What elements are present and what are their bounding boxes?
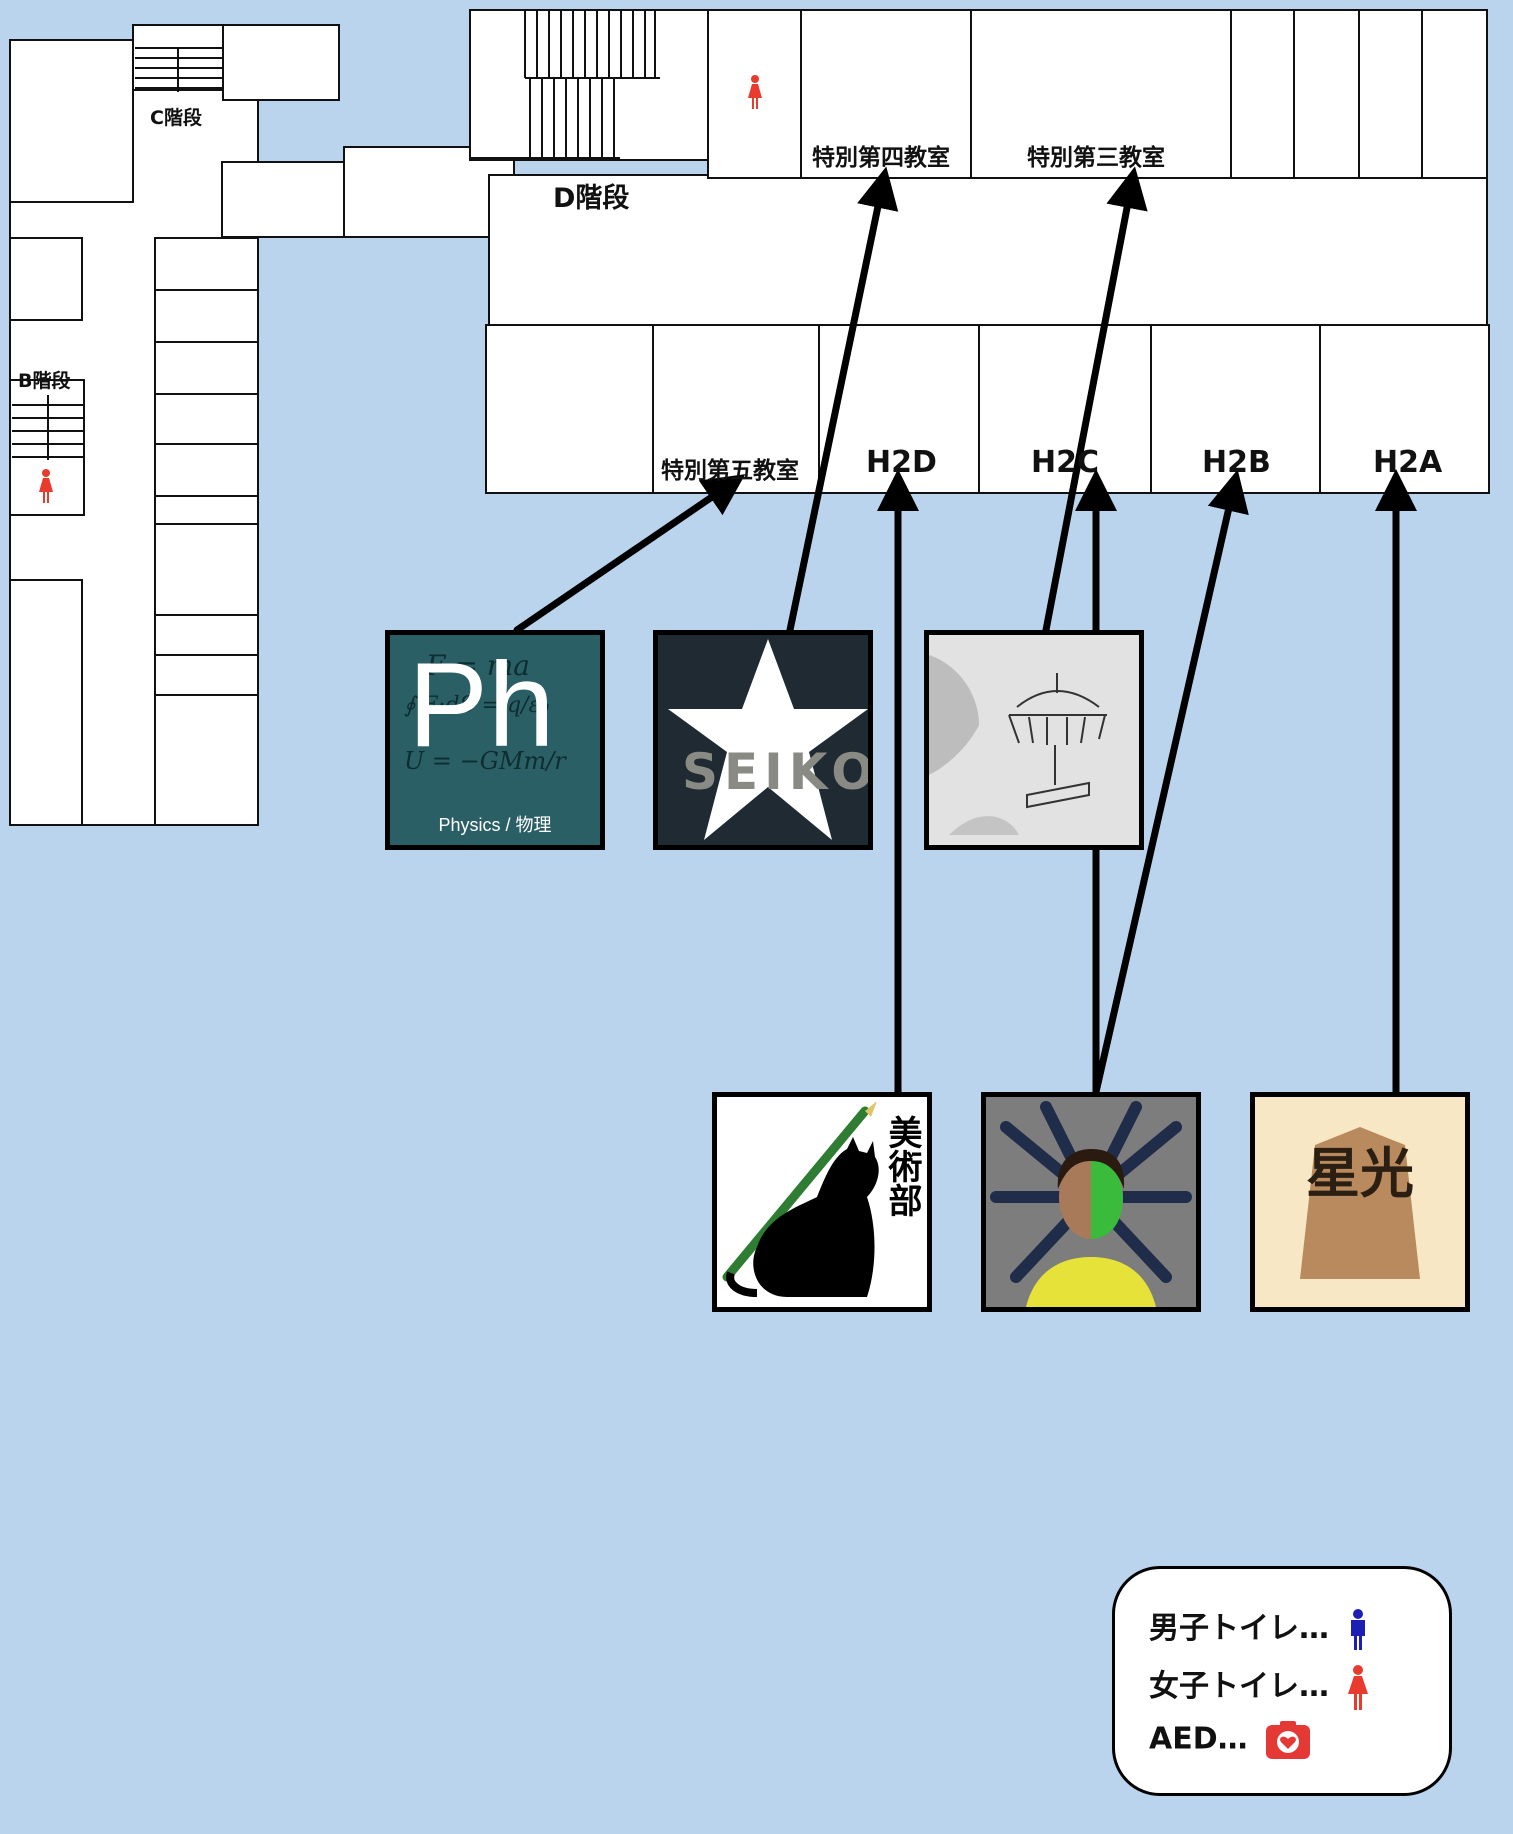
room-h2d-label: H2D	[866, 445, 937, 480]
womens-restroom-icon	[1348, 1664, 1369, 1710]
stairs-b-steps	[12, 395, 84, 460]
seiko-logo-text: SEIKO	[682, 743, 873, 801]
club-art-tile[interactable]: 美術部	[712, 1092, 932, 1312]
legend-female-label: 女子トイレ…	[1149, 1669, 1329, 1704]
arrow-carousel	[1042, 166, 1148, 634]
room-special-4-label: 特別第四教室	[812, 145, 950, 171]
arrow-seiko	[786, 166, 899, 634]
room-h2c-label: H2C	[1031, 445, 1099, 480]
connector-corridor	[221, 146, 515, 238]
club-carousel-tile[interactable]	[924, 630, 1144, 850]
formula-gauss: ∮ E·dS = q/ε₀	[404, 693, 550, 718]
club-seiko-tile[interactable]: SEIKO	[653, 630, 873, 850]
physics-subtitle: Physics / 物理	[438, 815, 552, 835]
room-special-5-label: 特別第五教室	[661, 458, 799, 484]
shogi-piece-icon	[1300, 1127, 1420, 1279]
stairs-b-label: B階段	[18, 370, 71, 392]
legend-aed-row: AED…	[1149, 1719, 1312, 1761]
formula-newton: F = ma	[426, 649, 530, 682]
legend-aed-label: AED…	[1149, 1721, 1248, 1757]
club-physics-tile[interactable]: F = ma ∮ E·dS = q/ε₀ U = −GMm/r Ph Physi…	[385, 630, 605, 850]
legend-male-label: 男子トイレ…	[1149, 1611, 1329, 1646]
stairs-c-steps	[135, 47, 222, 92]
stairs-d-steps	[470, 10, 660, 159]
building-west-wing	[9, 24, 340, 826]
stairs-c-label: C階段	[150, 107, 202, 129]
physics-logo-text: Ph	[408, 638, 555, 772]
formula-gravity: U = −GMm/r	[404, 747, 566, 775]
club-shogi-tile[interactable]: 星光	[1250, 1092, 1470, 1312]
cat-with-brush-icon	[722, 1101, 879, 1297]
legend-box: 男子トイレ… 女子トイレ… AED…	[1112, 1566, 1452, 1796]
room-h2a-label: H2A	[1373, 445, 1443, 480]
arrow-physics	[513, 474, 746, 634]
legend-female-row: 女子トイレ…	[1149, 1661, 1371, 1712]
room-special-3-label: 特別第三教室	[1027, 145, 1165, 171]
mens-restroom-icon	[1351, 1608, 1366, 1650]
club-portrait-tile[interactable]	[981, 1092, 1201, 1312]
aed-icon	[1266, 1721, 1311, 1759]
art-club-title: 美術部	[882, 1115, 922, 1217]
building-main-wing	[469, 9, 1490, 494]
arrow-portrait-h2b	[1092, 469, 1249, 1096]
legend-male-row: 男子トイレ…	[1149, 1603, 1371, 1652]
room-h2b-label: H2B	[1202, 445, 1271, 480]
star-icon	[668, 639, 868, 840]
stairs-d-label: D階段	[553, 183, 630, 214]
portrait-artwork-image	[986, 1097, 1196, 1307]
carousel-sketch-image	[929, 635, 1139, 845]
shogi-club-title: 星光	[1306, 1141, 1414, 1205]
